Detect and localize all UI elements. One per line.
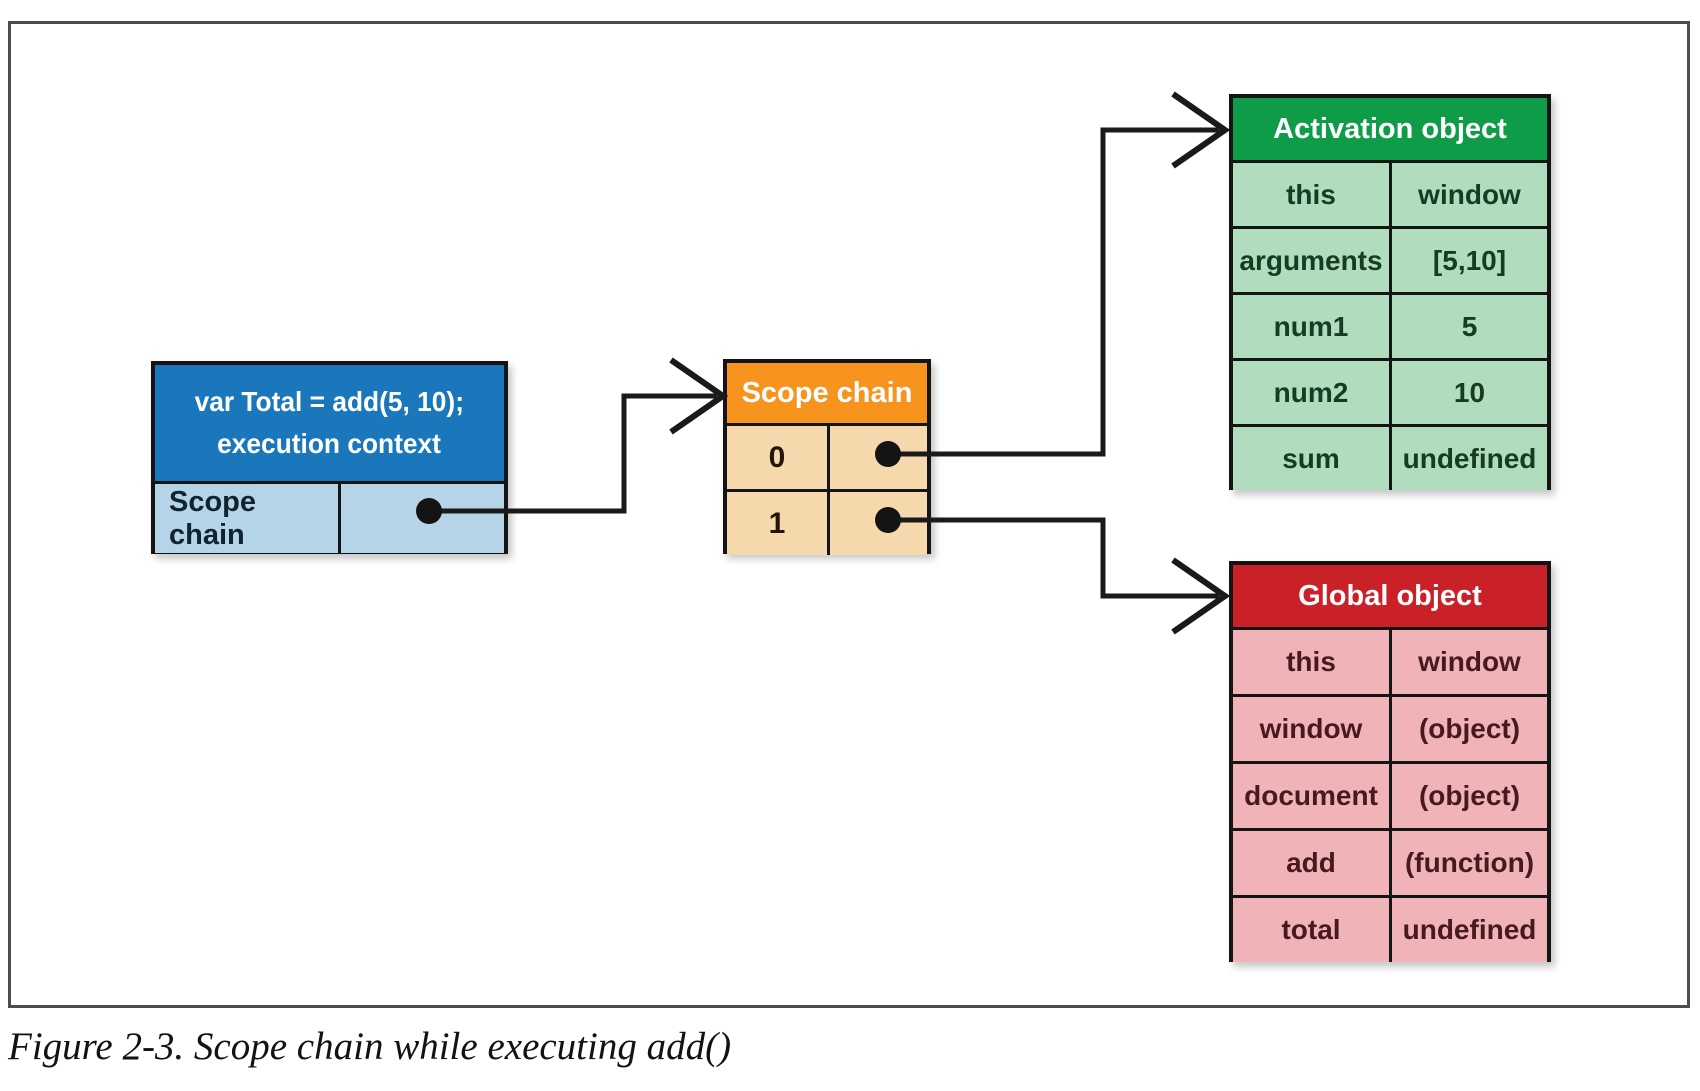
row-value: (function) xyxy=(1404,847,1535,878)
row-value: window xyxy=(1418,646,1521,677)
table-row: document (object) xyxy=(1233,761,1547,828)
figure-caption: Figure 2-3. Scope chain while executing … xyxy=(8,1025,732,1068)
row-key: window xyxy=(1233,697,1392,761)
table-row: arguments [5,10] xyxy=(1233,226,1547,292)
row-key: num1 xyxy=(1233,295,1392,358)
row-key: document xyxy=(1233,764,1392,828)
activation-object-title: Activation object xyxy=(1233,98,1547,160)
execution-context-header: var Total = add(5, 10); execution contex… xyxy=(155,365,504,481)
scope-chain-slot-1-index: 1 xyxy=(727,492,830,555)
scope-chain-slot-0-pointer-cell xyxy=(830,426,927,489)
table-row: num2 10 xyxy=(1233,358,1547,424)
row-value: [5,10] xyxy=(1432,244,1507,276)
scope-chain-row-label: Scope chain xyxy=(155,484,341,553)
arrow-slot1-to-global-object xyxy=(888,517,1231,635)
scope-chain-table-title: Scope chain xyxy=(727,363,927,423)
row-key: this xyxy=(1233,163,1392,226)
table-row: add (function) xyxy=(1233,828,1547,895)
execution-context-box: var Total = add(5, 10); execution contex… xyxy=(151,361,508,554)
table-row: this window xyxy=(1233,160,1547,226)
diagram-frame: var Total = add(5, 10); execution contex… xyxy=(8,21,1690,1008)
global-object-title: Global object xyxy=(1233,565,1547,627)
global-object-table: Global object this window window (object… xyxy=(1229,561,1551,962)
row-value: (object) xyxy=(1418,780,1521,811)
activation-object-table: Activation object this window arguments … xyxy=(1229,94,1551,490)
table-row: sum undefined xyxy=(1233,424,1547,490)
table-row: window (object) xyxy=(1233,694,1547,761)
scope-chain-slot-0-index: 0 xyxy=(727,426,830,489)
row-value: 5 xyxy=(1461,310,1478,342)
row-key: this xyxy=(1233,630,1392,694)
row-key: sum xyxy=(1233,427,1392,490)
scope-chain-slot-1-pointer-cell xyxy=(830,492,927,555)
execution-context-title-line2: execution context xyxy=(217,428,442,459)
scope-chain-table: Scope chain 0 1 xyxy=(723,359,931,555)
row-key: add xyxy=(1233,831,1392,895)
row-value: window xyxy=(1418,178,1521,210)
execution-context-scope-chain-row: Scope chain xyxy=(155,481,504,553)
row-value: undefined xyxy=(1402,442,1537,474)
execution-context-title-line1: var Total = add(5, 10); xyxy=(194,386,465,417)
arrow-slot0-to-activation-object xyxy=(888,91,1231,457)
row-key: num2 xyxy=(1233,361,1392,424)
row-value: 10 xyxy=(1453,376,1486,408)
row-key: arguments xyxy=(1233,229,1392,292)
scope-chain-slot-0: 0 xyxy=(727,423,927,489)
row-key: total xyxy=(1233,898,1392,962)
row-value: undefined xyxy=(1402,914,1537,945)
table-row: total undefined xyxy=(1233,895,1547,962)
scope-chain-slot-1: 1 xyxy=(727,489,927,555)
table-row: num1 5 xyxy=(1233,292,1547,358)
row-value: (object) xyxy=(1418,713,1521,744)
scope-chain-pointer-cell xyxy=(341,484,504,553)
table-row: this window xyxy=(1233,627,1547,694)
